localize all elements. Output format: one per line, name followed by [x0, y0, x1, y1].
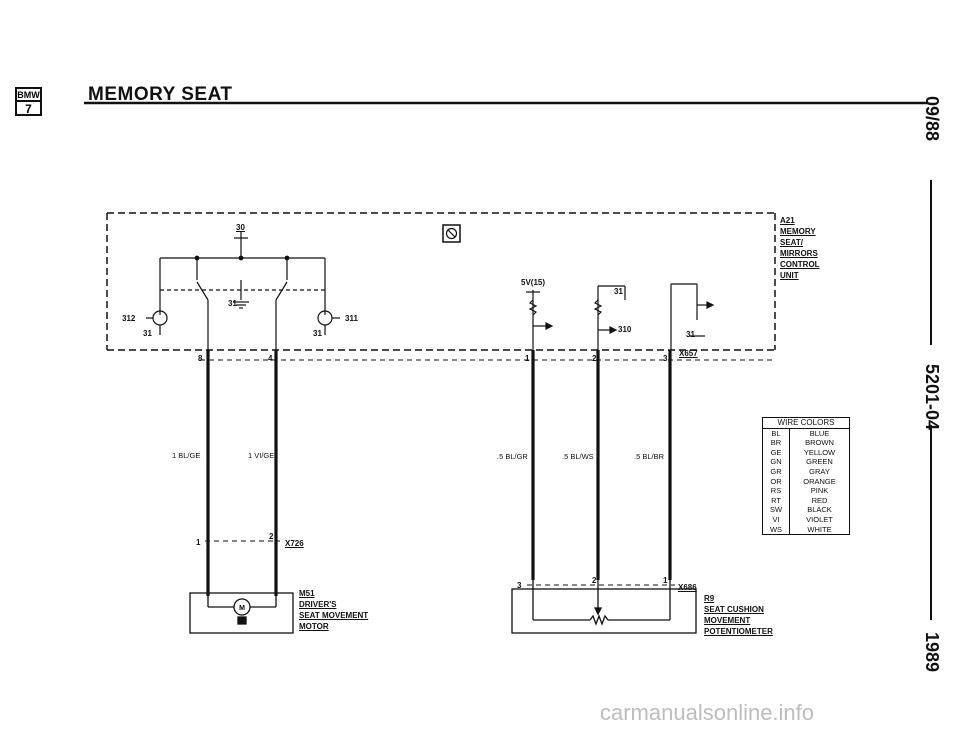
wire-color-name: PINK	[810, 486, 829, 496]
wire-color-name: GREEN	[806, 457, 833, 467]
module-name-4: CONTROL	[780, 260, 820, 269]
wire-color-name: VIOLET	[806, 514, 833, 524]
wire-color-row: GN GREEN	[762, 457, 850, 467]
ground-31-d: 31	[614, 287, 623, 296]
pot-name-3: POTENTIOMETER	[704, 627, 773, 636]
wire-color-row: RT RED	[762, 495, 850, 506]
wire-color-row: SW BLACK	[762, 505, 850, 515]
pot-name-2: MOVEMENT	[704, 616, 751, 625]
terminal-311: 311	[345, 314, 358, 323]
pot-pin-2: 2	[592, 576, 597, 585]
module-name-2: SEAT/	[780, 238, 803, 247]
wire-color-code: BR	[762, 438, 790, 448]
module-name-5: UNIT	[780, 271, 799, 280]
ground-31-b: 31	[228, 299, 237, 308]
ground-31-a: 31	[143, 329, 152, 338]
wire-color-row: BL BLUE	[762, 428, 850, 439]
ground-31-e: 31	[686, 330, 695, 339]
supply-5v: 5V(15)	[521, 278, 546, 287]
pot-ref: R9	[704, 594, 715, 603]
harness-wires	[206, 350, 672, 596]
module-ref: A21	[780, 216, 795, 225]
pot-name-1: SEAT CUSHION	[704, 605, 764, 614]
bmw-7-logo: BMW 7	[14, 86, 82, 118]
sense-circuit	[526, 283, 715, 350]
terminal-310: 310	[618, 325, 632, 334]
wire-color-name: BLACK	[807, 505, 832, 515]
watermark: carmanualsonline.info	[600, 700, 815, 725]
wire-color-row: GR GRAY	[762, 466, 850, 477]
terminal-30: 30	[236, 223, 245, 232]
pin-4: 4	[268, 354, 273, 363]
module-name-1: MEMORY	[780, 227, 816, 236]
wire-color-row: OR ORANGE	[762, 476, 850, 487]
wire-color-name: YELLOW	[803, 447, 836, 457]
wire-color-code: SW	[762, 505, 790, 515]
wire-color-code: BL	[762, 428, 790, 439]
wire-color-row: VI VIOLET	[762, 514, 850, 525]
pin-1: 1	[525, 354, 530, 363]
wire-color-name: BROWN	[805, 438, 834, 448]
pot-pin-3: 3	[517, 581, 522, 590]
motor-symbol-label: M	[239, 605, 245, 612]
wire-color-name: RED	[811, 495, 828, 505]
wire-color-code: RT	[762, 495, 790, 506]
motor-name-3: MOTOR	[299, 622, 329, 631]
relay-network	[146, 232, 340, 350]
wire-label-bl-br: .5 BL/BR	[634, 452, 665, 461]
wire-color-name: WHITE	[807, 524, 832, 534]
wire-color-code: OR	[762, 476, 790, 487]
motor-pin-2: 2	[269, 532, 274, 541]
logo-text: BMW	[17, 90, 40, 100]
wire-color-row: BR BROWN	[762, 438, 850, 448]
diagnostic-icon	[442, 224, 461, 243]
wire-colors-table: WIRE COLORS BL BLUE BR BROWN GE YELLOW GN GREEN…	[762, 417, 850, 536]
motor-symbol	[189, 592, 294, 634]
wire-label-bl-gr: .5 BL/GR	[497, 452, 528, 461]
wire-color-name: GRAY	[809, 466, 830, 476]
motor-name-1: DRIVER'S	[299, 600, 337, 609]
wire-color-row: RS PINK	[762, 486, 850, 496]
wire-color-code: GN	[762, 457, 790, 467]
module-boundary	[106, 212, 776, 351]
module-connector: X657	[679, 349, 698, 358]
motor-name-2: SEAT MOVEMENT	[299, 611, 369, 620]
page-title: MEMORY SEAT	[88, 84, 233, 105]
potentiometer-symbol	[511, 580, 697, 634]
pin-2: 2	[592, 354, 597, 363]
motor-ref: M51	[299, 589, 315, 598]
motor-connector: X726	[285, 539, 304, 548]
module-name-3: MIRRORS	[780, 249, 818, 258]
wire-color-name: BLUE	[809, 428, 830, 438]
pin-3: 3	[663, 354, 668, 363]
wire-label-bl-ws: .5 BL/WS	[562, 452, 594, 461]
pin-8: 8	[198, 354, 203, 363]
terminal-312: 312	[122, 314, 136, 323]
wire-color-code: VI	[762, 514, 790, 525]
wire-color-code: GE	[762, 447, 790, 458]
wire-label-bl-ge: 1 BL/GE	[172, 451, 201, 460]
wire-colors-title: WIRE COLORS	[762, 417, 850, 429]
ground-31-c: 31	[313, 329, 322, 338]
motor-pin-1: 1	[196, 538, 201, 547]
pot-pin-1: 1	[663, 576, 668, 585]
wire-color-code: RS	[762, 486, 790, 496]
wire-color-code: GR	[762, 466, 790, 477]
wire-color-name: ORANGE	[803, 476, 836, 486]
logo-number: 7	[25, 102, 32, 116]
pot-connector: X686	[678, 583, 697, 592]
wire-color-code: WS	[762, 524, 790, 535]
wire-label-vi-ge: 1 VI/GE	[248, 451, 275, 460]
wire-color-row: GE YELLOW	[762, 447, 850, 458]
wire-color-row: WS WHITE	[762, 524, 850, 535]
